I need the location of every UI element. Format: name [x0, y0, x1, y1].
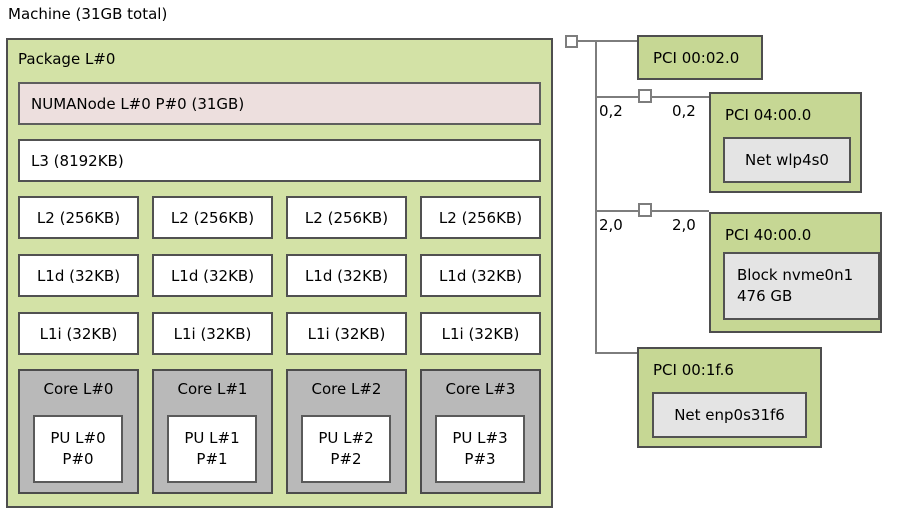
pci-device-label: PCI 00:02.0: [653, 48, 740, 67]
core-label: Core L#2: [311, 380, 382, 398]
l2-cache-box: L2 (256KB): [152, 196, 273, 239]
net-device-label: Net wlp4s0: [745, 151, 829, 169]
core-label: Core L#3: [445, 380, 516, 398]
net-device-box: Net wlp4s0: [723, 137, 851, 183]
pu-box: PU L#3 P#3: [435, 415, 525, 483]
l1d-cache-box: L1d (32KB): [18, 254, 139, 297]
core-label: Core L#1: [177, 380, 248, 398]
l2-cache-box: L2 (256KB): [286, 196, 407, 239]
pu-label-line1: PU L#2: [318, 429, 374, 447]
l1i-cache-box: L1i (32KB): [286, 312, 407, 355]
pci-tree-branch-line: [578, 40, 637, 42]
l2-cache-label: L2 (256KB): [170, 208, 255, 227]
link-speed-label: 0,2: [672, 102, 696, 120]
l2-cache-label: L2 (256KB): [438, 208, 523, 227]
pci-device-box: PCI 04:00.0 Net wlp4s0: [709, 92, 862, 193]
block-device-label-line2: 476 GB: [737, 287, 793, 305]
pci-tree-trunk-line: [595, 41, 597, 354]
core-box: Core L#1 PU L#1 P#1: [152, 369, 273, 494]
pu-label-line1: PU L#0: [50, 429, 106, 447]
l2-cache-label: L2 (256KB): [304, 208, 389, 227]
pci-device-label: PCI 04:00.0: [725, 106, 812, 124]
link-speed-label: 2,0: [599, 216, 623, 234]
l1i-cache-box: L1i (32KB): [18, 312, 139, 355]
pci-device-box: PCI 00:02.0: [637, 35, 763, 80]
hostbridge-square-icon: [565, 35, 578, 48]
l1d-cache-label: L1d (32KB): [36, 266, 121, 285]
package-box: Package L#0 NUMANode L#0 P#0 (31GB) L3 (…: [6, 38, 553, 508]
l1i-cache-label: L1i (32KB): [441, 324, 520, 343]
pu-label-line2: P#3: [464, 450, 496, 468]
pci-device-box: PCI 40:00.0 Block nvme0n1 476 GB: [709, 212, 882, 333]
pci-tree-branch-line: [595, 210, 709, 212]
core-box: Core L#0 PU L#0 P#0: [18, 369, 139, 494]
pu-label-line1: PU L#3: [452, 429, 508, 447]
l1d-cache-label: L1d (32KB): [304, 266, 389, 285]
l1i-cache-box: L1i (32KB): [152, 312, 273, 355]
block-device-box: Block nvme0n1 476 GB: [723, 252, 880, 320]
pci-tree-branch-line: [595, 96, 709, 98]
l2-cache-label: L2 (256KB): [36, 208, 121, 227]
pu-label-line1: PU L#1: [184, 429, 240, 447]
l1d-cache-box: L1d (32KB): [420, 254, 541, 297]
pci-device-label: PCI 40:00.0: [725, 226, 812, 244]
pu-label-line2: P#1: [196, 450, 228, 468]
machine-title: Machine (31GB total): [8, 5, 168, 23]
net-device-box: Net enp0s31f6: [652, 392, 807, 438]
link-speed-label: 2,0: [672, 216, 696, 234]
pci-tree-branch-line: [595, 352, 637, 354]
pu-box: PU L#2 P#2: [301, 415, 391, 483]
l1i-cache-label: L1i (32KB): [307, 324, 386, 343]
l2-cache-box: L2 (256KB): [420, 196, 541, 239]
core-label: Core L#0: [43, 380, 114, 398]
pu-label-line2: P#2: [330, 450, 362, 468]
pci-bridge-square-icon: [638, 89, 652, 103]
pci-device-box: PCI 00:1f.6 Net enp0s31f6: [637, 347, 822, 448]
pu-box: PU L#1 P#1: [167, 415, 257, 483]
l1i-cache-label: L1i (32KB): [173, 324, 252, 343]
l1d-cache-label: L1d (32KB): [170, 266, 255, 285]
package-label: Package L#0: [18, 50, 116, 68]
pu-label-line2: P#0: [62, 450, 94, 468]
pu-box: PU L#0 P#0: [33, 415, 123, 483]
pci-bridge-square-icon: [638, 203, 652, 217]
core-box: Core L#3 PU L#3 P#3: [420, 369, 541, 494]
l1d-cache-box: L1d (32KB): [286, 254, 407, 297]
l3-cache-box: L3 (8192KB): [18, 139, 541, 182]
l1d-cache-label: L1d (32KB): [438, 266, 523, 285]
core-box: Core L#2 PU L#2 P#2: [286, 369, 407, 494]
l3-cache-label: L3 (8192KB): [31, 151, 124, 170]
l1d-cache-box: L1d (32KB): [152, 254, 273, 297]
net-device-label: Net enp0s31f6: [674, 406, 785, 424]
block-device-label-line1: Block nvme0n1: [737, 266, 854, 284]
l1i-cache-label: L1i (32KB): [39, 324, 118, 343]
l2-cache-box: L2 (256KB): [18, 196, 139, 239]
pci-device-label: PCI 00:1f.6: [653, 361, 734, 379]
l1i-cache-box: L1i (32KB): [420, 312, 541, 355]
numanode-label: NUMANode L#0 P#0 (31GB): [31, 94, 245, 113]
numanode-box: NUMANode L#0 P#0 (31GB): [18, 82, 541, 125]
link-speed-label: 0,2: [599, 102, 623, 120]
